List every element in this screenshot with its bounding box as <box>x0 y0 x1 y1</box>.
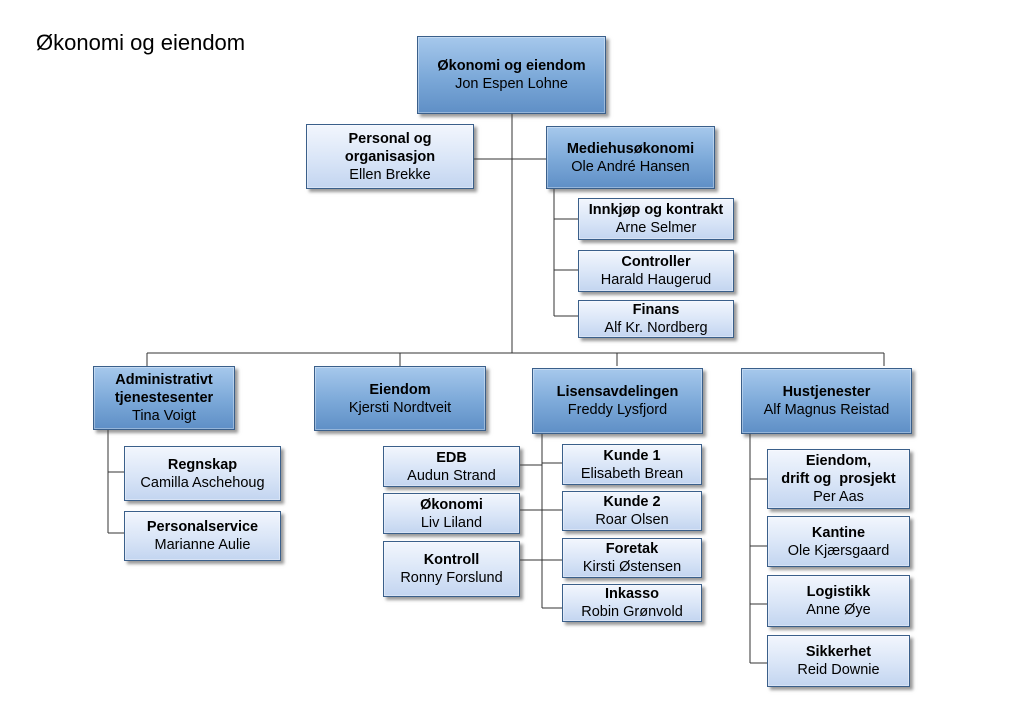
node-title: Personal og <box>348 130 432 147</box>
node-title: Personalservice <box>146 519 259 535</box>
node-title: Kontroll <box>423 552 480 568</box>
node-innkjop-og-kontrakt: Innkjøp og kontrakt Arne Selmer <box>578 198 734 240</box>
node-name: Kjersti Nordtveit <box>348 399 452 416</box>
node-name: Anne Øye <box>806 602 871 618</box>
node-name: Audun Strand <box>407 467 496 484</box>
node-name: Ole Kjærsgaard <box>787 542 890 559</box>
node-title: Økonomi og eiendom <box>437 58 586 74</box>
node-title: Finans <box>632 302 680 318</box>
node-title: drift og prosjekt <box>781 471 896 487</box>
node-personalservice: Personalservice Marianne Aulie <box>124 511 281 561</box>
node-okonomi-og-eiendom: Økonomi og eiendom Jon Espen Lohne <box>417 36 606 114</box>
node-title: Eiendom, <box>805 453 872 469</box>
node-title: Kunde 1 <box>603 447 661 464</box>
node-title: Administrativt <box>115 372 213 388</box>
node-hustjenester: Hustjenester Alf Magnus Reistad <box>741 368 912 434</box>
node-kunde-2: Kunde 2 Roar Olsen <box>562 491 702 531</box>
node-name: Per Aas <box>813 489 864 505</box>
node-name: Liv Liland <box>420 514 483 531</box>
node-title: Controller <box>621 254 691 270</box>
node-name: Ole André Hansen <box>571 158 690 175</box>
node-title: Lisensavdelingen <box>556 384 679 400</box>
node-title: Kantine <box>811 524 866 541</box>
node-name: Marianne Aulie <box>154 537 251 553</box>
node-title: EDB <box>436 449 467 466</box>
node-title: Regnskap <box>167 456 238 473</box>
node-title: tjenestesenter <box>114 390 214 406</box>
node-name: Ellen Brekke <box>349 166 431 183</box>
node-kunde-1: Kunde 1 Elisabeth Brean <box>562 444 702 485</box>
node-foretak: Foretak Kirsti Østensen <box>562 538 702 578</box>
node-title: organisasjon <box>344 148 436 165</box>
node-name: Camilla Aschehoug <box>140 474 265 491</box>
node-administrativt-tjenestesenter: Administrativt tjenestesenter Tina Voigt <box>93 366 235 430</box>
node-title: Økonomi <box>420 496 483 513</box>
node-name: Arne Selmer <box>615 220 697 236</box>
node-name: Harald Haugerud <box>600 272 712 288</box>
node-inkasso: Inkasso Robin Grønvold <box>562 584 702 622</box>
node-title: Inkasso <box>605 586 659 602</box>
node-lisensavdelingen: Lisensavdelingen Freddy Lysfjord <box>532 368 703 434</box>
node-title: Hustjenester <box>782 384 871 400</box>
node-eiendom: Eiendom Kjersti Nordtveit <box>314 366 486 431</box>
node-name: Kirsti Østensen <box>582 559 682 575</box>
node-title: Innkjøp og kontrakt <box>588 202 724 218</box>
node-mediehusokonomi: Mediehusøkonomi Ole André Hansen <box>546 126 715 189</box>
node-okonomi: Økonomi Liv Liland <box>383 493 520 534</box>
node-name: Reid Downie <box>797 662 880 678</box>
node-personal-og-organisasjon: Personal og organisasjon Ellen Brekke <box>306 124 474 189</box>
node-logistikk: Logistikk Anne Øye <box>767 575 910 627</box>
node-regnskap: Regnskap Camilla Aschehoug <box>124 446 281 501</box>
node-title: Foretak <box>605 541 659 557</box>
node-name: Ronny Forslund <box>400 570 503 586</box>
node-name: Jon Espen Lohne <box>455 76 568 92</box>
node-title: Mediehusøkonomi <box>566 140 695 157</box>
node-edb: EDB Audun Strand <box>383 446 520 487</box>
node-name: Alf Kr. Nordberg <box>604 320 708 336</box>
node-finans: Finans Alf Kr. Nordberg <box>578 300 734 338</box>
node-controller: Controller Harald Haugerud <box>578 250 734 292</box>
node-sikkerhet: Sikkerhet Reid Downie <box>767 635 910 687</box>
node-title: Kunde 2 <box>603 494 661 510</box>
node-name: Alf Magnus Reistad <box>763 402 890 418</box>
node-title: Logistikk <box>806 584 871 600</box>
node-name: Freddy Lysfjord <box>567 402 668 418</box>
node-name: Tina Voigt <box>132 408 196 424</box>
node-kontroll: Kontroll Ronny Forslund <box>383 541 520 597</box>
node-title: Eiendom <box>369 381 431 398</box>
page-title: Økonomi og eiendom <box>36 30 246 55</box>
node-eiendom-drift-og-prosjekt: Eiendom, drift og prosjekt Per Aas <box>767 449 910 509</box>
node-title: Sikkerhet <box>805 644 872 660</box>
node-name: Roar Olsen <box>595 512 669 528</box>
node-kantine: Kantine Ole Kjærsgaard <box>767 516 910 567</box>
node-name: Elisabeth Brean <box>580 465 684 482</box>
node-name: Robin Grønvold <box>581 604 683 620</box>
